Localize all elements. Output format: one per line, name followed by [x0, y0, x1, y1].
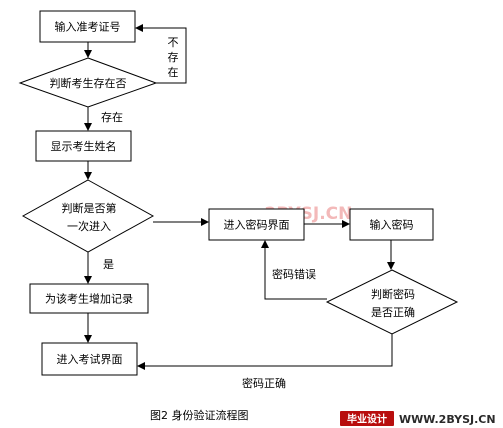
- edge-label-exists: 存在: [101, 110, 123, 124]
- edge-label-not-exist-1: 不: [168, 36, 179, 49]
- edge-password-correct: [137, 334, 393, 370]
- node-check-exists: 判断考生存在否: [18, 57, 158, 108]
- edge-label-password-wrong: 密码错误: [272, 267, 316, 281]
- node-check-password: 判断密码 是否正确: [325, 269, 459, 335]
- edge-label-is: 是: [103, 258, 114, 271]
- node-input-password-label: 输入密码: [370, 218, 414, 232]
- node-enter-password-page: 进入密码界面: [208, 208, 305, 241]
- node-check-password-label-2: 是否正确: [371, 306, 415, 319]
- node-check-first-label-2: 一次进入: [67, 219, 111, 233]
- node-input-id: 输入准考证号: [39, 10, 136, 43]
- node-enter-exam-label: 进入考试界面: [57, 353, 123, 366]
- node-check-first-label-1: 判断是否第: [62, 201, 117, 215]
- node-check-password-label-1: 判断密码: [371, 287, 415, 301]
- edge-password-wrong: [261, 240, 327, 300]
- edge-label-password-correct: 密码正确: [242, 376, 286, 390]
- node-input-id-label: 输入准考证号: [55, 20, 121, 34]
- edge-label-not-exist-3: 在: [168, 66, 179, 79]
- node-show-name-label: 显示考生姓名: [51, 139, 117, 153]
- node-show-name: 显示考生姓名: [35, 130, 132, 162]
- node-check-first: 判断是否第 一次进入: [21, 179, 155, 253]
- edge-not-exist-loop: [135, 24, 187, 84]
- node-enter-password-page-label: 进入密码界面: [224, 218, 290, 232]
- node-enter-exam: 进入考试界面: [41, 342, 138, 376]
- edge-label-not-exist-2: 存: [168, 50, 179, 64]
- node-add-record-label: 为该考生增加记录: [45, 292, 133, 306]
- figure-caption: 图2 身份验证流程图: [150, 408, 249, 422]
- logo-brand: 毕业设计: [347, 413, 387, 426]
- node-check-exists-label: 判断考生存在否: [50, 76, 127, 90]
- node-add-record: 为该考生增加记录: [29, 283, 149, 314]
- site-logo: 毕业设计 WWW.2BYSJ.CN: [340, 411, 496, 426]
- node-input-password: 输入密码: [349, 208, 434, 241]
- logo-url: WWW.2BYSJ.CN: [399, 413, 496, 426]
